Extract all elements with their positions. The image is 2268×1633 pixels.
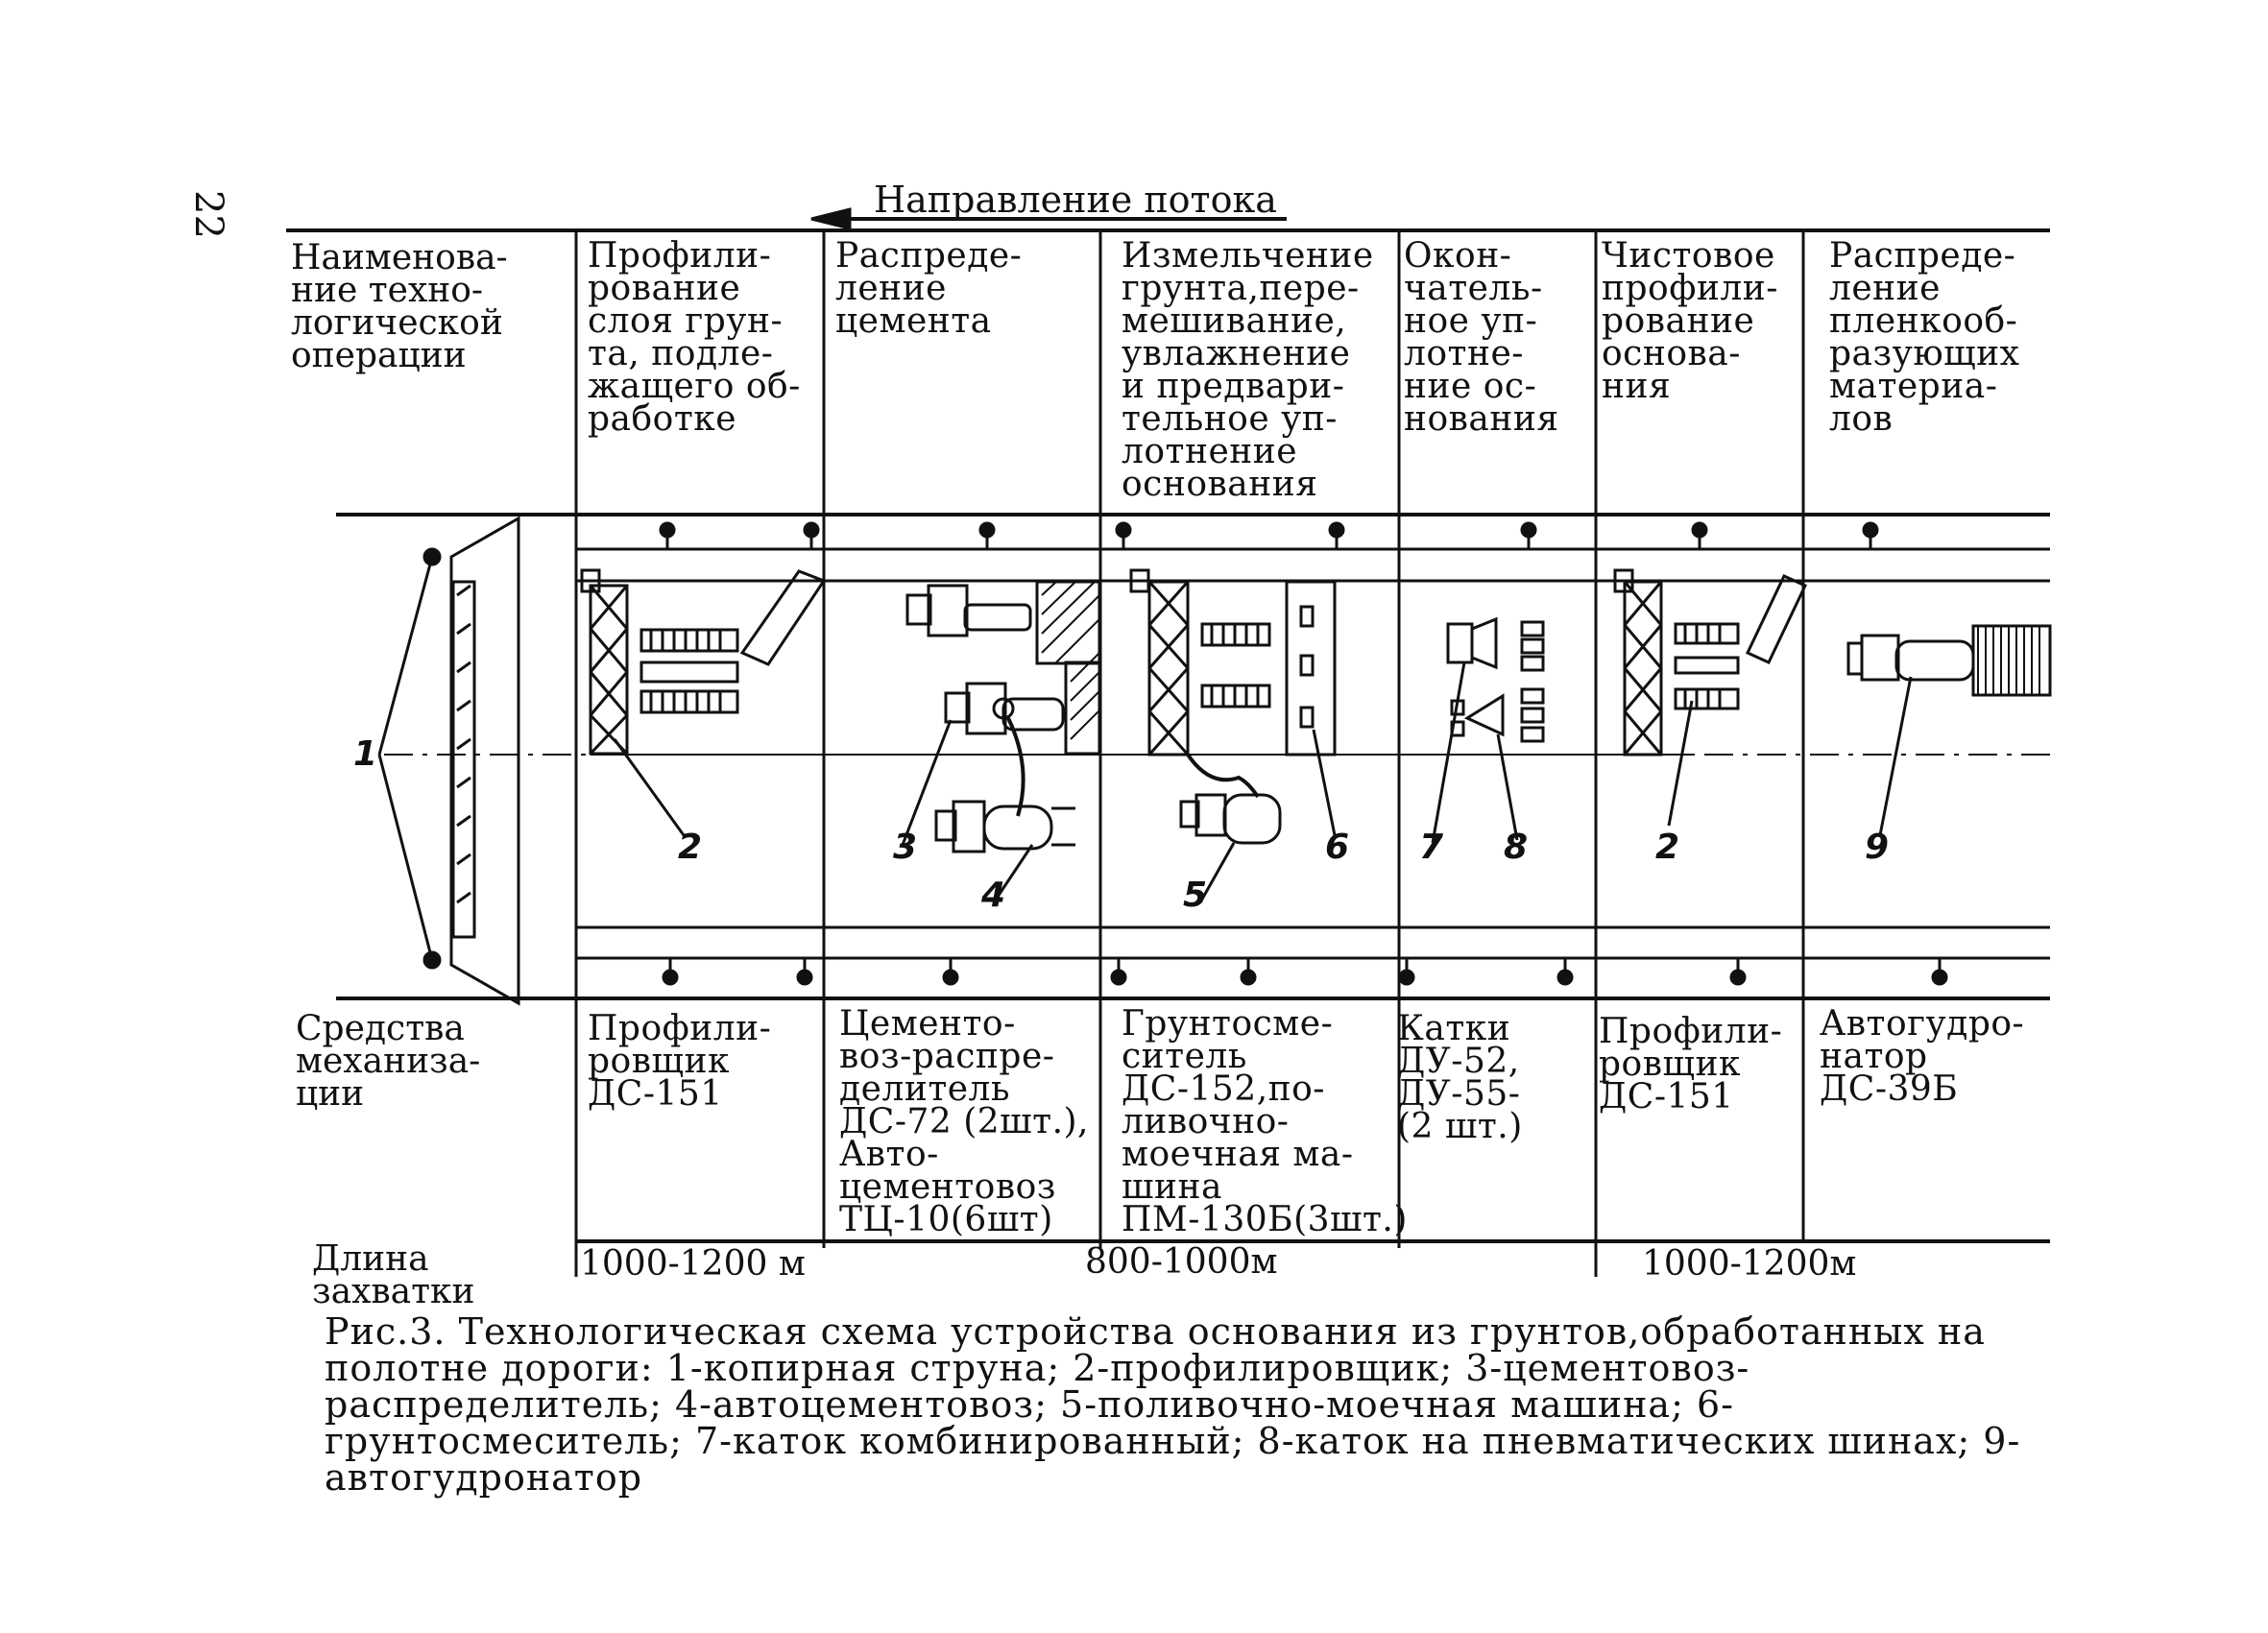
- operation-2: Распреде- ление цемента: [835, 236, 1023, 341]
- callout-6-leader: [1312, 729, 1337, 836]
- water-hose: [1186, 753, 1260, 799]
- cement-distributor-2: [1001, 697, 1065, 732]
- mechanization-3: Грунтосме- ситель ДС-152,по- ливочно- мо…: [1122, 1004, 1408, 1239]
- sprinkler-truck: [1222, 793, 1282, 845]
- mechanization-2: Цементо- воз-распре- делитель ДС-72 (2шт…: [839, 1004, 1089, 1239]
- callout-2b-leader: [1667, 700, 1694, 827]
- operation-6: Распреде- ление пленкооб- разующих матер…: [1829, 236, 2020, 439]
- length-3: 1000-1200м: [1642, 1244, 1857, 1284]
- callout-7-leader: [1431, 661, 1466, 844]
- length-1: 1000-1200 м: [580, 1244, 806, 1284]
- profiler-1-frame: [589, 584, 629, 756]
- cement-distributor-1: [963, 603, 1032, 632]
- asphalt-tank-hatch: [1971, 624, 2052, 697]
- string-reel: [451, 580, 476, 939]
- operation-5: Чистовое профили- рование основа- ния: [1602, 236, 1778, 406]
- callout-9-leader: [1878, 676, 1913, 836]
- cement-truck: [982, 804, 1053, 851]
- row-header-length: Длина захватки: [312, 1239, 475, 1311]
- callout-8-leader: [1496, 733, 1519, 841]
- combined-roller: [1470, 616, 1498, 670]
- callout-4-leader: [992, 844, 1034, 903]
- profiler-2-blade: [1745, 574, 1808, 664]
- flow-arrow-head: [810, 207, 852, 230]
- pneumatic-roller: [1463, 693, 1505, 737]
- flow-direction-label: Направление потока: [874, 179, 1277, 221]
- profiler-2-frame: [1623, 580, 1663, 756]
- callout-7: 7: [1419, 828, 1444, 867]
- callout-4: 4: [981, 876, 1006, 915]
- figure-caption: Рис.3. Технологическая схема устройства …: [325, 1310, 2021, 1499]
- operation-4: Окон- чатель- ное уп- лотне- ние ос- нов…: [1404, 236, 1559, 439]
- cement-hose: [1006, 717, 1025, 817]
- callout-2a: 2: [678, 828, 703, 867]
- soil-mixer-frame: [1147, 580, 1190, 756]
- profiler-1-blade: [739, 569, 827, 666]
- asphalt-distributor: [1894, 639, 1975, 682]
- callout-9: 9: [1865, 828, 1890, 867]
- callout-3-leader: [901, 719, 953, 846]
- operation-3: Измельчение грунта,пере- мешивание, увла…: [1122, 236, 1374, 504]
- mechanization-6: Автогудро- натор ДС-39Б: [1820, 1004, 2025, 1109]
- callout-5-leader: [1198, 842, 1236, 903]
- mechanization-5: Профили- ровщик ДС-151: [1599, 1012, 1783, 1117]
- callout-1-leader-a: [377, 556, 434, 756]
- paver-end-frame: [449, 516, 520, 1006]
- hatching: [1041, 581, 2040, 740]
- callout-1-leader-b: [377, 754, 434, 961]
- callout-8: 8: [1504, 828, 1529, 867]
- callout-6: 6: [1325, 828, 1350, 867]
- operation-1: Профили- рование слоя грун- та, подле- ж…: [588, 236, 801, 439]
- mechanization-4: Катки ДУ-52, ДУ-55- (2 шт.): [1397, 1009, 1523, 1146]
- length-2: 800-1000м: [1085, 1242, 1278, 1282]
- row-header-operation: Наименова- ние техно- логической операци…: [291, 238, 508, 375]
- callout-3: 3: [893, 828, 918, 867]
- callout-2b: 2: [1655, 828, 1680, 867]
- row-header-mechanization: Средства механиза- ции: [296, 1009, 481, 1114]
- mechanization-1: Профили- ровщик ДС-151: [588, 1009, 772, 1114]
- callout-2a-leader: [613, 738, 686, 836]
- callout-1: 1: [353, 734, 378, 774]
- stockpile-hatch-2: [1064, 660, 1101, 756]
- callout-5: 5: [1183, 876, 1208, 915]
